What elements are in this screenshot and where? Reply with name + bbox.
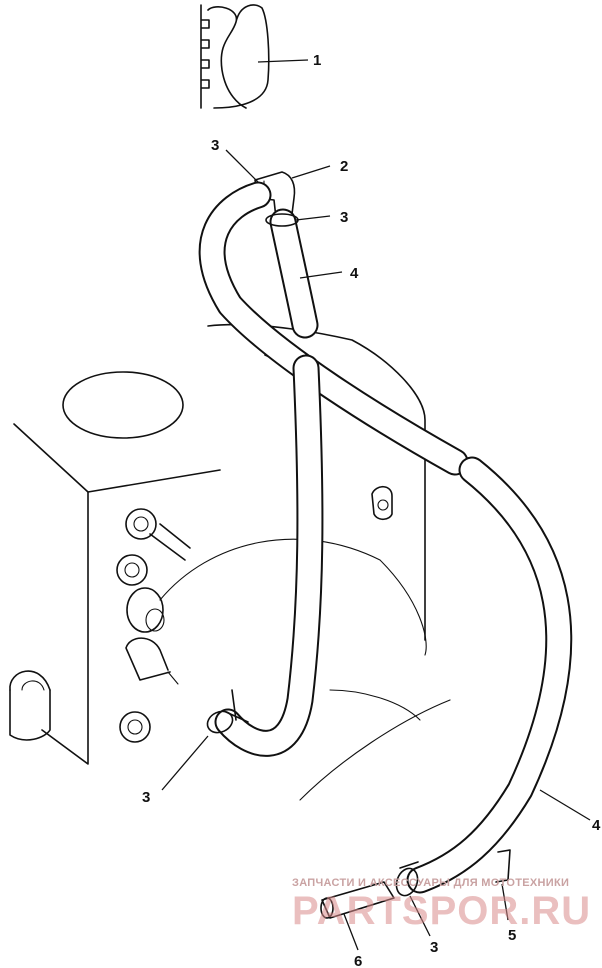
callout-3-lower-left: 3	[142, 789, 150, 806]
hose-drain	[214, 354, 324, 757]
callout-3-top-right: 3	[340, 209, 348, 226]
callout-3-bottom: 3	[430, 939, 438, 956]
callout-1: 1	[313, 52, 321, 69]
callout-6: 6	[354, 953, 362, 968]
hose-main	[198, 181, 573, 894]
callout-4-upper: 4	[350, 265, 359, 282]
hose-upper	[269, 208, 319, 339]
callout-4-lower: 4	[592, 817, 601, 834]
callout-5: 5	[508, 927, 516, 944]
tank-fittings	[116, 485, 393, 743]
clamp-bottom	[395, 861, 419, 897]
side-cap	[9, 670, 51, 741]
callout-3-top-left: 3	[211, 137, 219, 154]
watermark-tagline: ЗАПЧАСТИ И АКСЕССУАРЫ ДЛЯ МОТОТЕХНИКИ	[292, 877, 569, 889]
watermark-brand: PARTSPOR.RU	[292, 889, 591, 933]
clamp-lower	[206, 689, 249, 734]
callout-2: 2	[340, 158, 348, 175]
clip-part	[200, 4, 270, 109]
filler-opening	[62, 371, 184, 439]
hose-support	[495, 849, 511, 883]
leader-lines	[161, 59, 591, 951]
inline-filter	[320, 881, 395, 919]
